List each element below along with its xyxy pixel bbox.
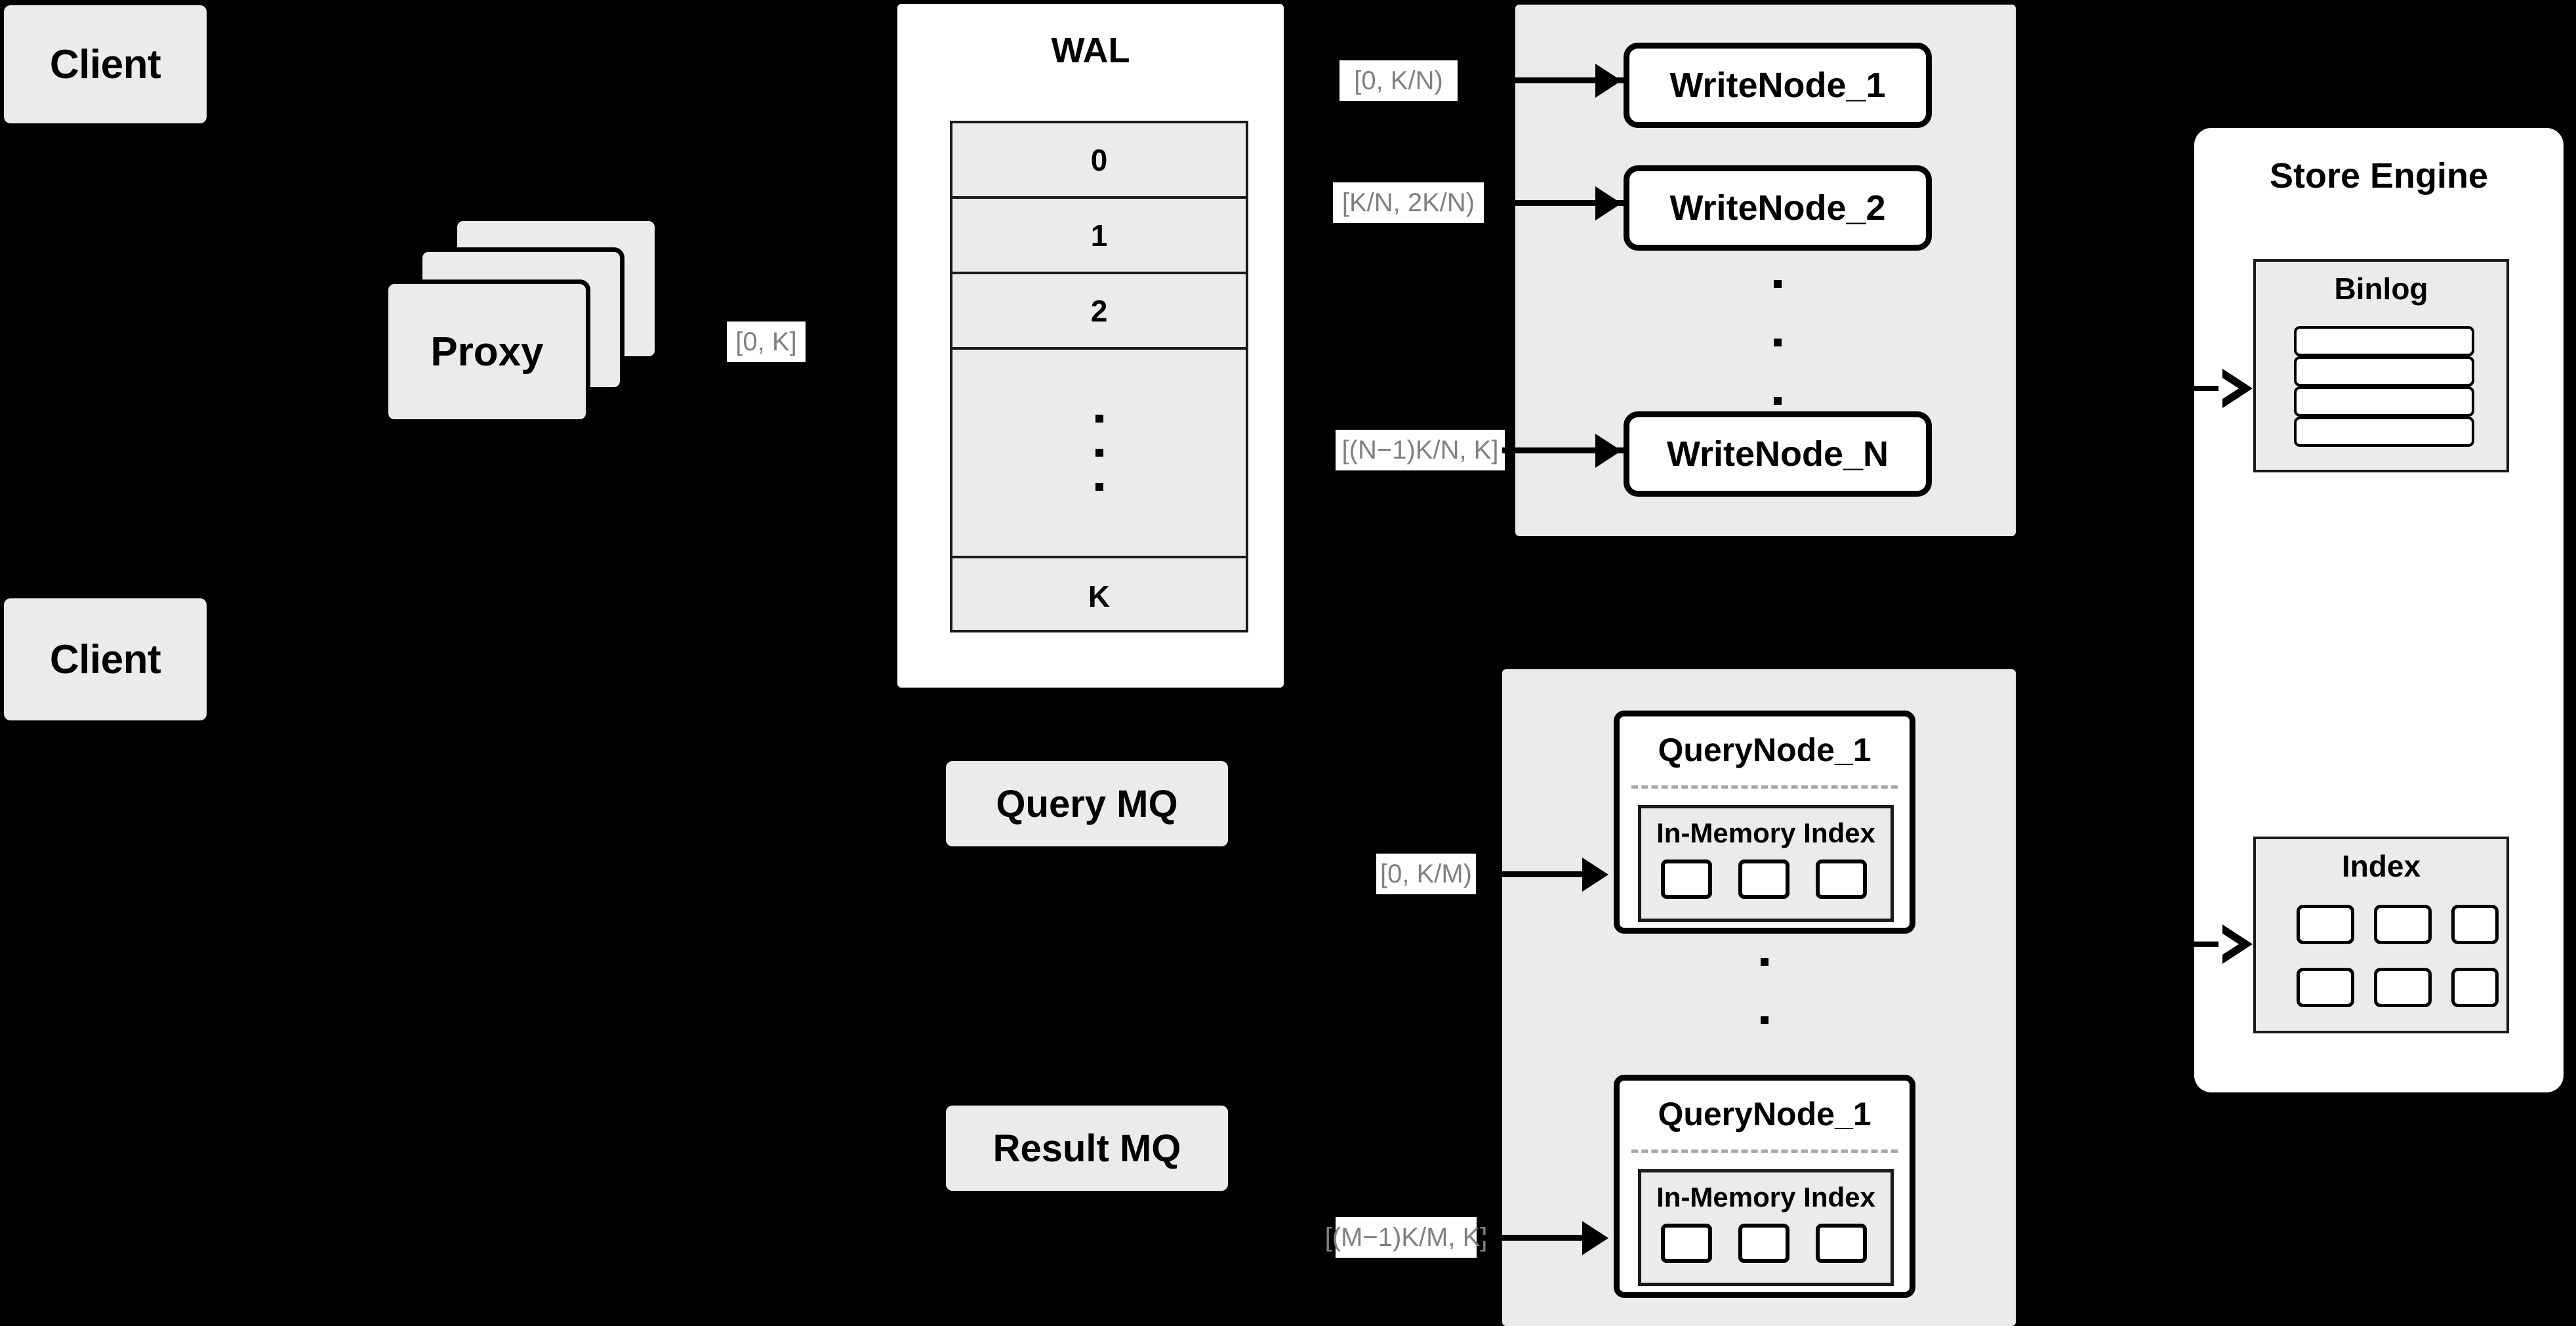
arrow-line-store-index <box>2184 942 2230 947</box>
arrow-line-store-binlog <box>2184 386 2230 391</box>
index-cell[interactable] <box>1661 860 1712 899</box>
write-node-label: WriteNode_2 <box>1669 188 1886 228</box>
arrow-head-querynode-m <box>1582 1221 1608 1255</box>
range-value: [(N−1)K/N, K] <box>1341 435 1499 465</box>
wal-row-value: 2 <box>1090 293 1108 328</box>
wal-row[interactable]: 2 <box>952 274 1246 350</box>
store-engine-panel: Store Engine Binlog Index <box>2194 128 2564 1092</box>
ellipsis-dot <box>1095 415 1103 423</box>
proxy-label: Proxy <box>430 329 544 375</box>
ellipsis-dot <box>1774 397 1782 405</box>
wal-row-ellipsis <box>952 350 1246 558</box>
range-label-writenode-n: [(N−1)K/N, K] <box>1336 430 1505 470</box>
client-label: Client <box>49 636 161 682</box>
index-cell[interactable] <box>1738 1224 1789 1263</box>
arrow-line-querynode-m <box>1481 1235 1603 1241</box>
query-node-1[interactable]: QueryNode_1 In-Memory Index <box>1614 711 1915 934</box>
in-memory-index-label: In-Memory Index <box>1656 818 1875 848</box>
range-value: [0, K/M) <box>1380 859 1473 888</box>
arrow-head-store-binlog <box>2218 369 2253 408</box>
arrow-line-writenode-1 <box>1502 77 1624 83</box>
write-node-label: WriteNode_1 <box>1669 66 1886 105</box>
binlog-entry[interactable] <box>2294 386 2474 417</box>
write-node-2[interactable]: WriteNode_2 <box>1624 165 1932 251</box>
wal-row-value: 0 <box>1090 142 1108 177</box>
query-node-separator <box>1631 785 1898 789</box>
index-cell[interactable] <box>1816 860 1867 899</box>
arrow-line-writenode-2 <box>1502 200 1624 206</box>
query-node-label: QueryNode_1 <box>1658 1096 1871 1132</box>
ellipsis-dot <box>1095 449 1103 457</box>
query-node-cluster: QueryNode_1 In-Memory Index QueryNode_1 … <box>1502 669 2016 1326</box>
result-mq-box[interactable]: Result MQ <box>946 1106 1228 1191</box>
index-cell[interactable] <box>1738 860 1789 899</box>
range-label-querynode-1: [0, K/M) <box>1376 854 1476 894</box>
arrow-line-writenode-n <box>1502 447 1624 453</box>
index-cell[interactable] <box>2374 968 2432 1007</box>
write-node-label: WriteNode_N <box>1666 434 1889 474</box>
wal-row[interactable]: K <box>952 558 1246 634</box>
ellipsis-dot <box>1774 339 1782 346</box>
ellipsis-dot <box>1774 280 1782 288</box>
range-value: [0, K/N) <box>1354 66 1443 95</box>
result-mq-label: Result MQ <box>992 1127 1181 1170</box>
arrow-head-writenode-n <box>1595 434 1622 468</box>
range-label-proxy-to-wal: [0, K] <box>727 321 806 362</box>
index-cell[interactable] <box>2451 905 2499 944</box>
in-memory-index-m: In-Memory Index <box>1638 1169 1894 1286</box>
arrow-head-querynode-1 <box>1582 858 1608 892</box>
arrow-head-writenode-1 <box>1595 64 1622 98</box>
range-label-querynode-m: [(M−1)K/M, K] <box>1325 1217 1487 1258</box>
index-cell[interactable] <box>2297 968 2354 1007</box>
wal-row-value: K <box>1088 579 1111 613</box>
range-label-writenode-2: [K/N, 2K/N) <box>1333 182 1484 223</box>
range-label-writenode-1: [0, K/N) <box>1339 60 1458 101</box>
in-memory-index-label: In-Memory Index <box>1656 1182 1875 1212</box>
wal-row[interactable]: 1 <box>952 199 1246 274</box>
write-node-cluster: WriteNode_1 WriteNode_2 WriteNode_N <box>1515 5 2016 536</box>
client-box-1[interactable]: Client <box>4 5 207 123</box>
binlog-entry[interactable] <box>2294 417 2474 447</box>
query-mq-label: Query MQ <box>996 782 1178 825</box>
client-label: Client <box>49 41 161 87</box>
query-node-separator <box>1631 1150 1898 1153</box>
index-box: Index <box>2253 837 2509 1033</box>
index-label: Index <box>2341 849 2421 883</box>
wal-panel: WAL 0 1 2 K <box>897 4 1284 688</box>
index-cell[interactable] <box>1661 1224 1712 1263</box>
arrow-head-writenode-2 <box>1595 186 1622 220</box>
query-node-label: QueryNode_1 <box>1658 732 1871 768</box>
index-cell[interactable] <box>2451 968 2499 1007</box>
binlog-entry[interactable] <box>2294 356 2474 386</box>
in-memory-index-1: In-Memory Index <box>1638 805 1894 922</box>
proxy-stack[interactable]: Proxy <box>384 217 659 426</box>
write-node-ellipsis <box>1765 280 1791 405</box>
range-value: [0, K] <box>735 327 797 356</box>
index-cell[interactable] <box>1816 1224 1867 1263</box>
binlog-label: Binlog <box>2334 272 2428 306</box>
query-mq-box[interactable]: Query MQ <box>946 761 1228 846</box>
wal-row[interactable]: 0 <box>952 123 1246 199</box>
index-cell[interactable] <box>2374 905 2432 944</box>
binlog-box: Binlog <box>2253 259 2509 472</box>
binlog-entry[interactable] <box>2294 326 2474 356</box>
ellipsis-dot <box>1761 1016 1768 1024</box>
range-value: [K/N, 2K/N) <box>1341 188 1475 217</box>
client-box-2[interactable]: Client <box>4 598 207 720</box>
wal-table: 0 1 2 K <box>950 121 1248 632</box>
query-node-m[interactable]: QueryNode_1 In-Memory Index <box>1614 1075 1915 1298</box>
query-node-ellipsis <box>1751 958 1778 1083</box>
arrow-head-store-index <box>2218 924 2253 964</box>
proxy-card-front[interactable]: Proxy <box>384 280 590 424</box>
wal-row-value: 1 <box>1090 218 1108 253</box>
wal-title: WAL <box>1051 31 1130 70</box>
arrow-line-querynode-1 <box>1481 871 1603 877</box>
write-node-1[interactable]: WriteNode_1 <box>1624 43 1932 128</box>
store-engine-title: Store Engine <box>2269 156 2489 196</box>
write-node-n[interactable]: WriteNode_N <box>1624 411 1932 497</box>
ellipsis-dot <box>1095 483 1103 491</box>
range-value: [(M−1)K/M, K] <box>1324 1222 1488 1252</box>
ellipsis-dot <box>1761 958 1768 966</box>
index-cell[interactable] <box>2297 905 2354 944</box>
